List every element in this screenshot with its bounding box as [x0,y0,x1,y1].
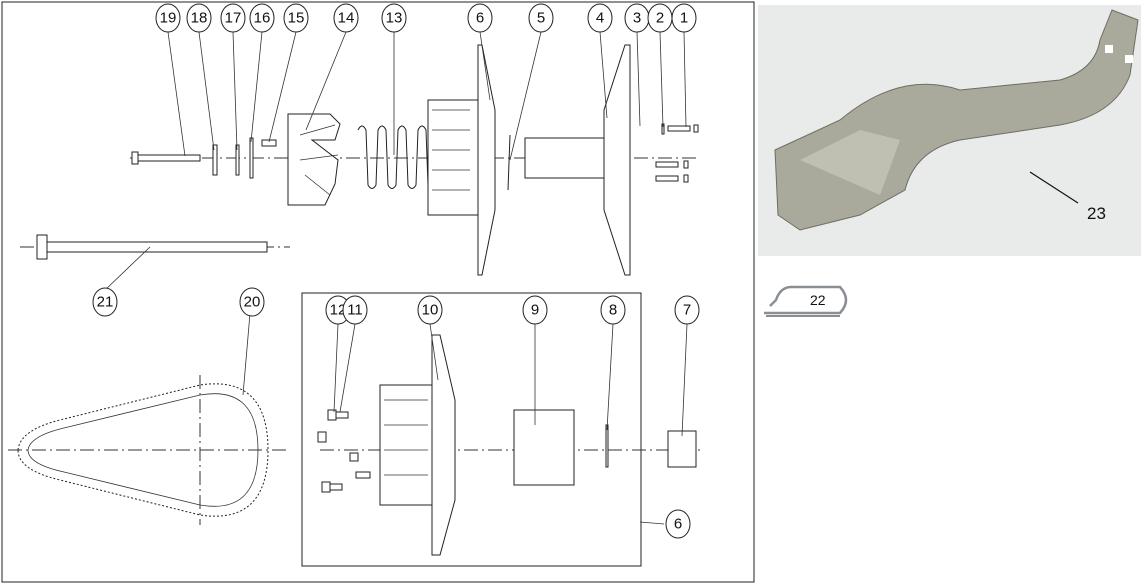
callout-8: 8 [600,295,626,325]
subassembly-box [301,292,642,567]
part-washer-5 [507,134,511,191]
callout-number: 7 [683,302,691,319]
part-slider-15 [261,139,277,147]
callout-number: 9 [531,302,539,319]
callout-circle [220,3,246,33]
callout-number: 13 [386,10,403,27]
callout-13: 13 [381,3,407,33]
callout-circle [381,3,407,33]
callout-number: 2 [656,10,664,27]
part-driven-sheave-10 [379,334,456,556]
part-washer-8 [605,424,609,468]
callout-6: 6 [467,3,493,33]
callout-number: 5 [537,10,545,27]
callout-12: 12 [325,295,351,325]
callout-circle [528,3,554,33]
callout-number: 6 [476,10,484,27]
callout-15: 15 [283,3,309,33]
callout-18: 18 [186,3,212,33]
callout-number: 16 [254,10,271,27]
callout-7: 7 [674,295,700,325]
callout-circle [587,3,613,33]
callout-number: 12 [330,302,347,319]
callout-circle [239,287,265,317]
callout-circle [467,3,493,33]
part-washer-18 [212,144,218,176]
callout-19: 19 [155,3,181,33]
callout-1: 1 [671,3,697,33]
diagram-frame [1,1,755,583]
callout-number: 21 [97,294,114,311]
callout-20: 20 [239,287,265,317]
leader-lines [104,31,688,525]
label-22: 22 [810,292,826,308]
callout-circle [283,3,309,33]
callout-17: 17 [220,3,246,33]
callout-circle [522,295,548,325]
callout-5: 5 [528,3,554,33]
callout-circle [333,3,359,33]
callout-number: 8 [609,302,617,319]
callout-circle [417,295,443,325]
callout-number: 11 [347,302,363,319]
part-fixed-sheave-4 [524,44,631,276]
part-rollers-11-12 [317,409,371,493]
clip-pin-photo [764,285,848,317]
parts-pins-1-3 [655,123,699,183]
callout-number: 17 [225,10,242,27]
callout-number: 18 [191,10,208,27]
part-washer-16 [249,137,254,179]
callout-circle [674,295,700,325]
part-bolt-19 [131,151,201,165]
callout-number: 3 [633,10,641,27]
part-washer-17 [235,144,240,176]
callout-number: 20 [244,294,261,311]
callout-number: 4 [596,10,604,27]
callout-9: 9 [522,295,548,325]
callout-circle [671,3,697,33]
callout-circle [92,287,118,317]
callout-circle [155,3,181,33]
callout-4: 4 [587,3,613,33]
part-collar-9 [513,409,575,486]
callout-number: 19 [160,10,177,27]
callout-circle [665,509,691,539]
callout-number: 1 [680,10,688,27]
callout-11: 11 [342,295,368,325]
callout-circle [342,295,368,325]
callout-16: 16 [249,3,275,33]
callout-14: 14 [333,3,359,33]
callout-number: 6 [674,516,682,533]
part-movable-sheave-6 [427,44,496,276]
bracket-photo [758,5,1141,256]
callout-circle [600,295,626,325]
callout-number: 15 [288,10,305,27]
callout-21: 21 [92,287,118,317]
callout-circle [249,3,275,33]
part-long-bolt-21 [36,234,268,260]
callout-circle [186,3,212,33]
part-ramp-plate-14 [287,113,341,206]
part-bushing-7 [667,430,697,468]
callout-2: 2 [647,3,673,33]
callout-6-group: 6 [665,509,691,539]
callout-number: 14 [338,10,355,27]
callout-3: 3 [624,3,650,33]
callout-10: 10 [417,295,443,325]
label-23: 23 [1087,204,1106,223]
callout-number: 10 [422,302,439,319]
part-drive-belt-20 [8,375,290,525]
part-spring-13 [357,125,429,189]
